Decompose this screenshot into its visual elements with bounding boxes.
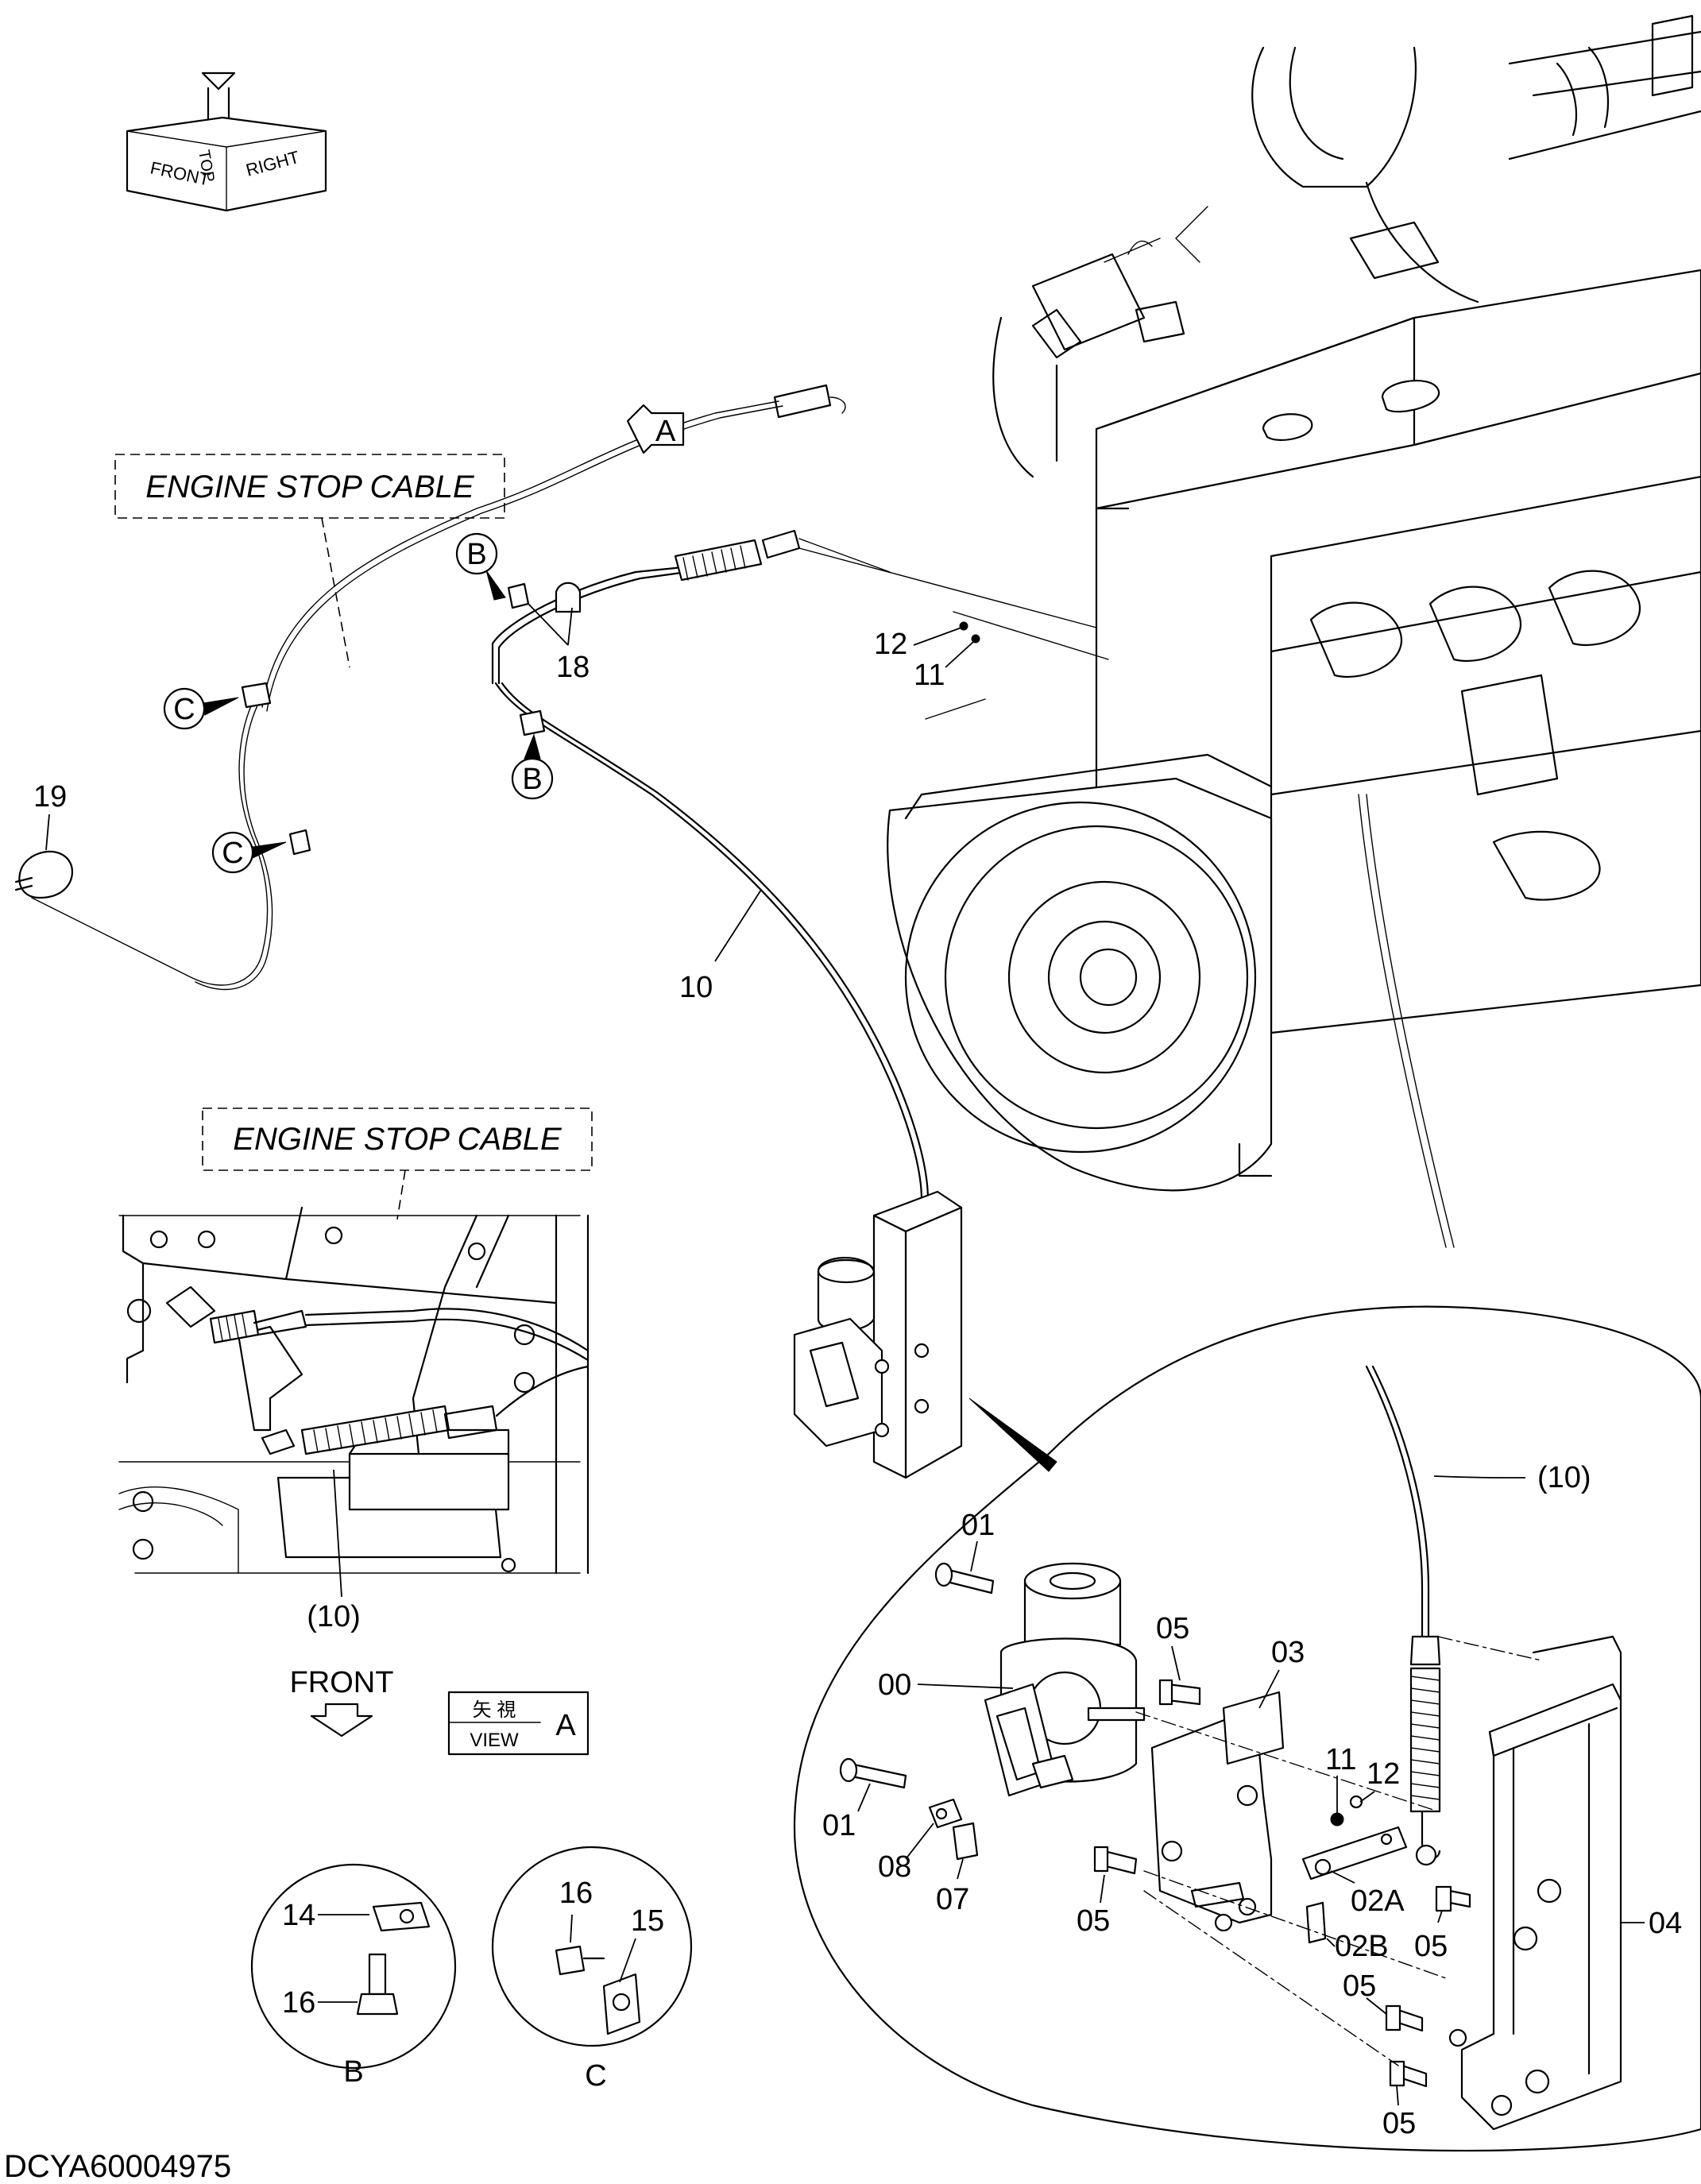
drawing-code: DCYA60004975: [4, 2149, 231, 2184]
part-label-02b: 02B: [1335, 1930, 1389, 1963]
part-label-07: 07: [936, 1883, 969, 1916]
detail-ref-c-2: C: [222, 837, 243, 870]
view-marker-letter: A: [655, 415, 676, 448]
detail-ref-b-2: B: [522, 763, 542, 796]
part-label-12-detail: 12: [1367, 1757, 1400, 1791]
part-label-11-main: 11: [914, 659, 945, 692]
engine-stop-cable-title-top: ENGINE STOP CABLE: [145, 470, 475, 504]
inset-cable-detail: [118, 1206, 590, 1598]
detail-ref-b-bubble-1: [455, 532, 498, 575]
detail-ref-c-1: C: [173, 693, 195, 726]
view-direction-arrow-icon: [626, 404, 685, 454]
detail-c-caption: C: [585, 2059, 606, 2093]
part-label-05-d: 05: [1343, 1969, 1376, 2003]
part-label-12-main: 12: [874, 628, 907, 661]
part-label-01-top: 01: [961, 1509, 995, 1542]
part-label-19: 19: [33, 780, 67, 814]
view-box-kanji: 矢 視: [473, 1699, 516, 1721]
detail-b: [250, 1863, 457, 2070]
front-label: FRONT: [290, 1666, 394, 1699]
part-label-05-e: 05: [1382, 2107, 1416, 2140]
part-label-05-a: 05: [1156, 1612, 1189, 1645]
part-label-08: 08: [878, 1850, 911, 1884]
part-label-16-b: 16: [282, 1986, 315, 2020]
detail-ref-b-1: B: [466, 538, 486, 571]
part-label-14: 14: [282, 1899, 315, 1932]
view-box-letter: A: [555, 1709, 576, 1742]
part-label-10-ref: (10): [1537, 1461, 1591, 1494]
view-a-label-box: 矢 視 VIEW A: [447, 1691, 590, 1756]
part-label-10-ref-inset: (10): [307, 1600, 361, 1633]
part-label-02a: 02A: [1351, 1884, 1405, 1918]
part-label-11-detail: 11: [1325, 1743, 1356, 1776]
part-label-01-bottom: 01: [822, 1809, 856, 1842]
detail-b-caption: B: [343, 2055, 363, 2089]
part-label-03: 03: [1271, 1636, 1305, 1669]
part-label-18: 18: [556, 651, 590, 684]
engine-stop-cable-title-inset: ENGINE STOP CABLE: [233, 1122, 562, 1157]
stop-solenoid-main: [793, 1190, 1057, 1479]
view-box-view: VIEW: [470, 1730, 519, 1751]
part-label-15: 15: [631, 1904, 664, 1938]
part-label-10: 10: [679, 971, 713, 1004]
part-label-05-c: 05: [1414, 1930, 1448, 1963]
front-direction-arrow-icon: [310, 1703, 373, 1738]
part-label-04: 04: [1649, 1907, 1682, 1940]
detail-c: [491, 1846, 693, 2047]
part-label-05-b: 05: [1077, 1904, 1110, 1938]
part-label-00: 00: [878, 1668, 911, 1702]
part-label-16-c: 16: [559, 1877, 593, 1910]
engine-assembly: [887, 14, 1701, 1248]
exploded-detail: [793, 1305, 1701, 2152]
orientation-cube-icon: FRONT TOP RIGHT: [126, 72, 327, 212]
